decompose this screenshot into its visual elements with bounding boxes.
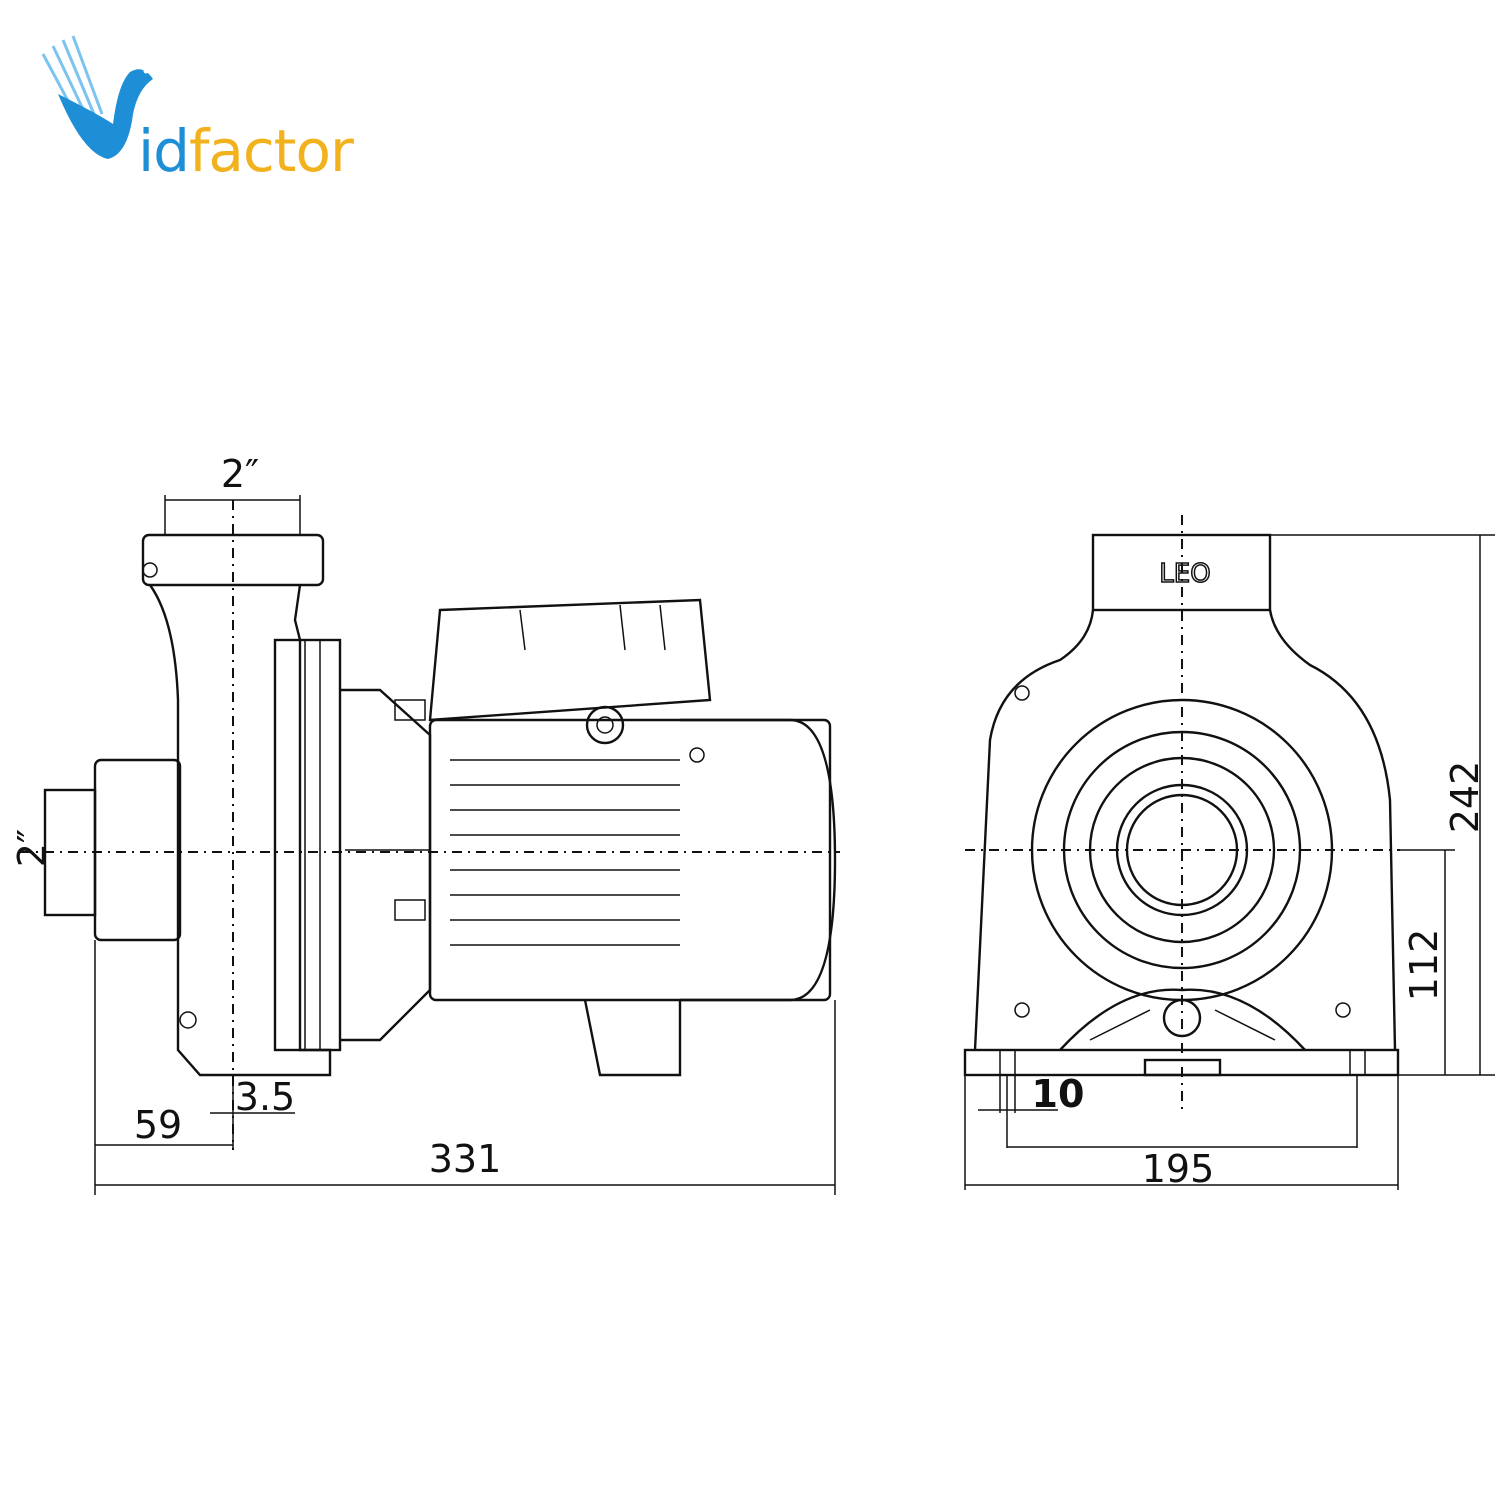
dim-shaft-height: 112 — [1402, 929, 1446, 1002]
dim-inlet-size: 2″ — [10, 829, 54, 867]
brand-mark-label: LEO — [1159, 559, 1210, 589]
bird-logo-icon — [41, 35, 153, 159]
dim-bolt-spacing: 195 — [1142, 1147, 1215, 1191]
side-view — [20, 500, 840, 1150]
motor-bracket — [340, 688, 432, 1042]
vidfactor-logo: idfactor — [38, 34, 378, 180]
logo-wordmark: idfactor — [138, 122, 354, 180]
pump-volute-housing — [43, 533, 342, 1077]
dim-inlet-to-foot: 59 — [134, 1103, 182, 1147]
dimensions: 2″ 2″ 3.5 59 331 242 112 10 195 — [10, 452, 1495, 1195]
dim-overall-length: 331 — [429, 1137, 502, 1181]
dim-foot-offset: 3.5 — [235, 1075, 295, 1119]
motor-body — [428, 598, 837, 1077]
logo-text-factor: factor — [188, 117, 354, 185]
logo-text-id: id — [138, 117, 190, 185]
dim-outlet-size: 2″ — [221, 452, 259, 496]
dim-bolt-hole: 10 — [1032, 1072, 1085, 1116]
dim-overall-height: 242 — [1443, 761, 1487, 834]
front-view: LEO — [963, 515, 1400, 1110]
